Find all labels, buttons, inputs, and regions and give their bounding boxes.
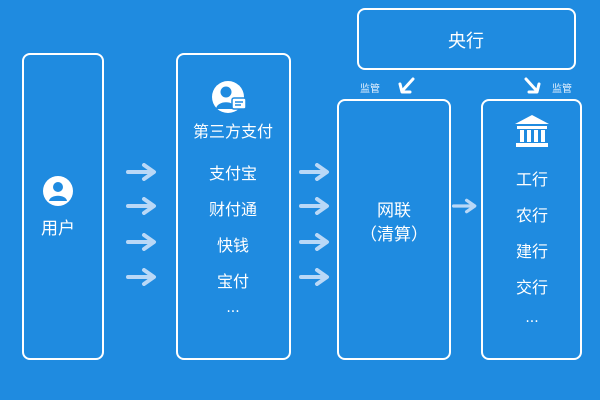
unionpay-box (337, 99, 451, 360)
third-party-item: 财付通 (208, 200, 258, 219)
third-party-item-more: ... (226, 300, 240, 316)
arrow-right-icon (126, 197, 156, 215)
user-label: 用户 (41, 219, 75, 239)
supervision-label-right: 监管 (552, 84, 572, 95)
bank-icon (515, 115, 549, 147)
user-card-icon (212, 81, 247, 113)
arrow-right-icon (452, 198, 477, 214)
bank-item-more: ... (525, 310, 539, 326)
central-bank-box (357, 8, 576, 70)
arrow-right-icon (299, 233, 329, 251)
arrow-right-icon (299, 268, 329, 286)
third-party-title: 第三方支付 (192, 122, 274, 141)
third-party-box (176, 53, 291, 360)
arrow-right-icon (126, 233, 156, 251)
arrow-right-icon (299, 197, 329, 215)
supervision-label-left: 监管 (360, 84, 380, 95)
bank-item: 建行 (515, 242, 549, 261)
bank-item: 工行 (515, 170, 549, 189)
third-party-item: 宝付 (216, 272, 250, 291)
supervision-arrow-left (398, 77, 415, 94)
arrow-right-icon (126, 163, 156, 181)
unionpay-label: 网联 (377, 201, 411, 221)
bank-item: 农行 (515, 206, 549, 225)
banks-box (481, 99, 582, 360)
supervision-arrow-right (524, 77, 541, 94)
user-icon (43, 176, 73, 206)
unionpay-sublabel: （清算） (360, 225, 428, 245)
central-bank-label: 央行 (448, 31, 484, 52)
third-party-item: 快钱 (216, 236, 250, 255)
third-party-item: 支付宝 (208, 164, 258, 183)
arrow-right-icon (126, 268, 156, 286)
user-box (22, 53, 104, 360)
arrow-right-icon (299, 163, 329, 181)
bank-item: 交行 (515, 278, 549, 297)
